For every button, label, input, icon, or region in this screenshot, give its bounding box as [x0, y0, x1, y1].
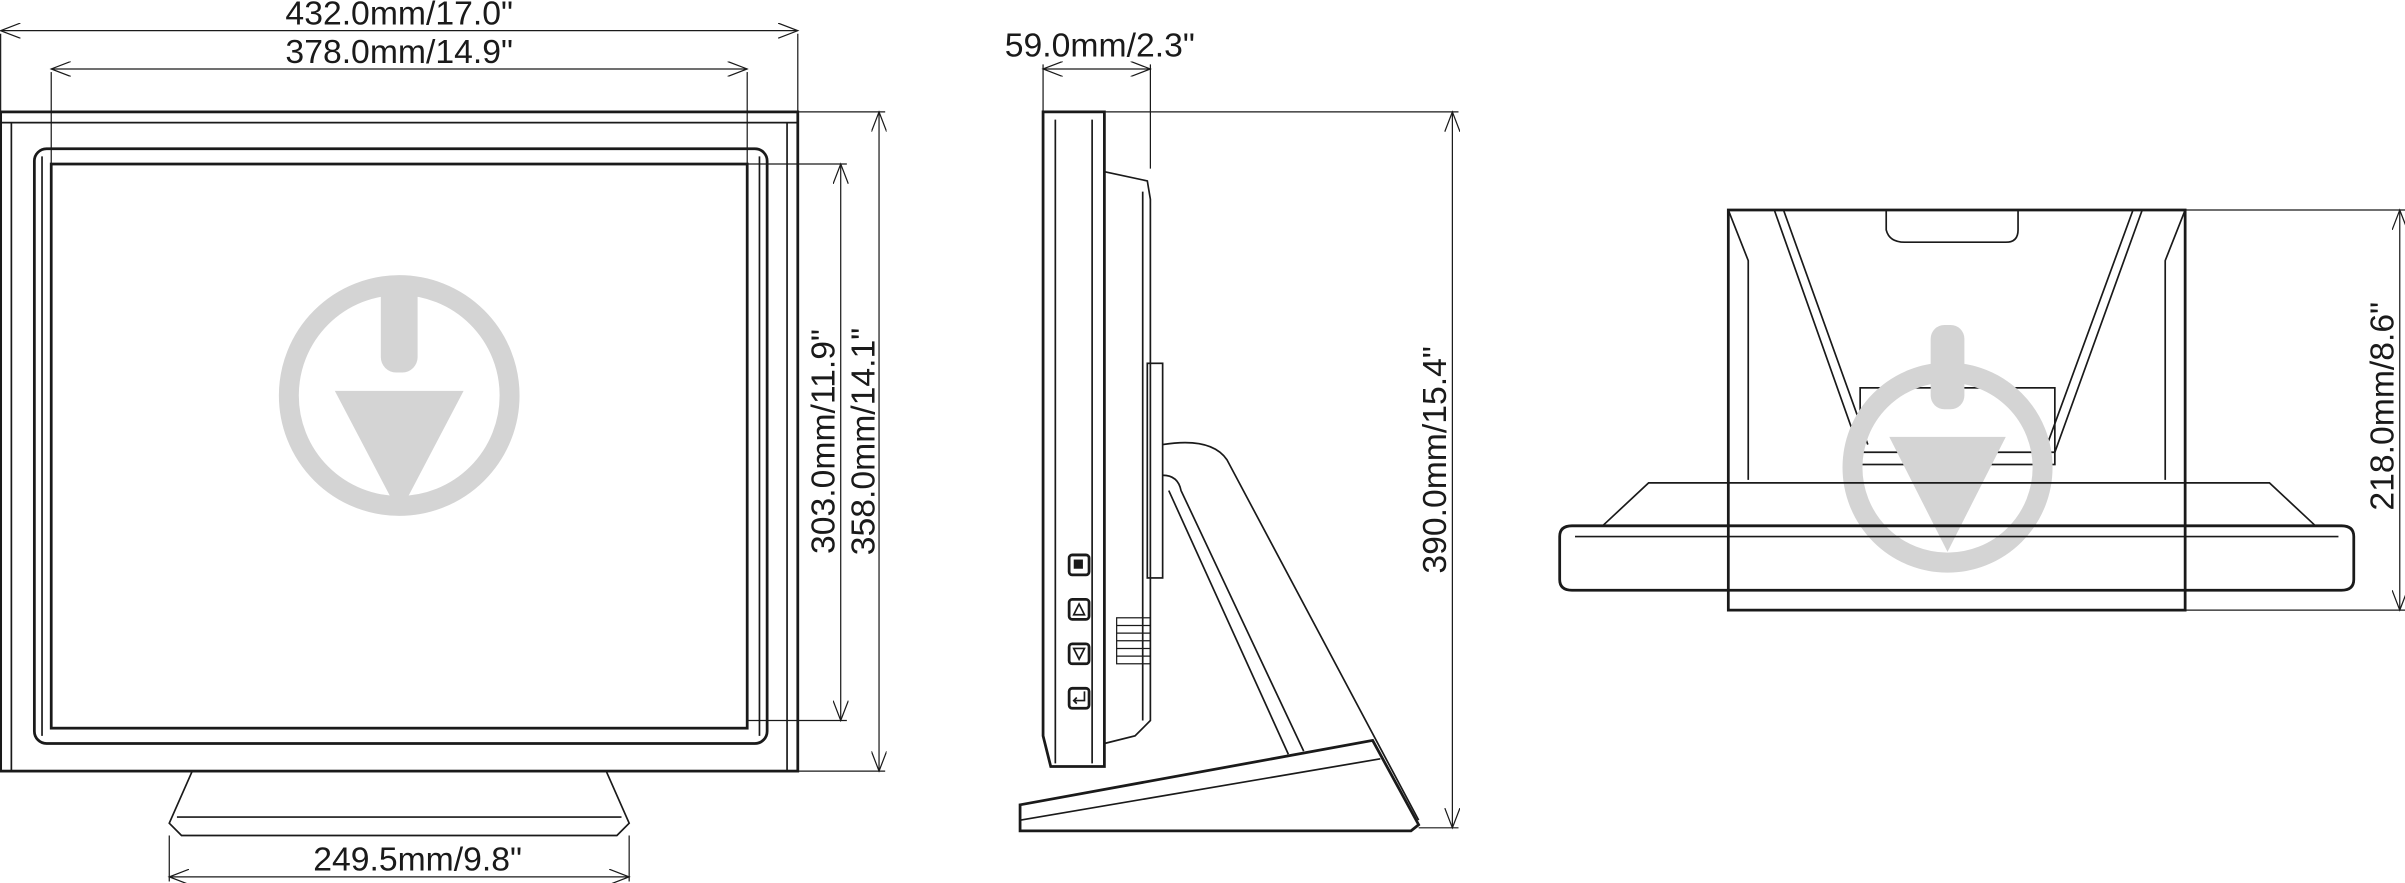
- screen-width-label: 378.0mm/14.9": [285, 33, 513, 71]
- monitor-side-body: [1041, 110, 1106, 768]
- base-depth-label: 218.0mm/8.6": [2364, 302, 2402, 511]
- handle-cutout: [1885, 210, 2019, 244]
- total-height-label: 390.0mm/15.4": [1416, 346, 1454, 574]
- stand-back: [1726, 208, 2187, 612]
- menu-button[interactable]: [1067, 553, 1091, 577]
- monitor-frame: [0, 110, 800, 773]
- watermark-icon: [278, 275, 520, 516]
- down-button[interactable]: [1067, 642, 1091, 666]
- bezel: [32, 147, 769, 745]
- top-view: 218.0mm/8.6": [1558, 208, 2405, 612]
- front-view: 432.0mm/17.0" 378.0mm/14.9" 249.5mm/9.8"…: [0, 0, 886, 881]
- enter-icon: [1072, 691, 1086, 705]
- screen-height-label: 303.0mm/11.9": [805, 329, 843, 554]
- stand-arm: [1162, 441, 1420, 821]
- stand-base: [168, 770, 631, 837]
- vent-grille: [1116, 617, 1151, 665]
- side-view: 59.0mm/2.3" 390.0mm/15.4": [1005, 27, 1459, 833]
- stand-base-side: [1018, 738, 1421, 833]
- watermark-icon: [1842, 324, 2053, 573]
- side-buttons: [1067, 553, 1091, 710]
- down-triangle-icon: [1072, 647, 1086, 662]
- menu-icon: [1073, 559, 1083, 569]
- overall-height-label: 358.0mm/14.1": [844, 328, 882, 556]
- up-triangle-icon: [1072, 602, 1086, 616]
- up-button[interactable]: [1067, 598, 1091, 621]
- depth-label: 59.0mm/2.3": [1005, 27, 1195, 65]
- enter-button[interactable]: [1067, 686, 1091, 710]
- overall-width-label: 432.0mm/17.0": [285, 0, 513, 33]
- monitor-top: [1558, 524, 2356, 592]
- screen: [49, 162, 749, 730]
- stand-width-label: 249.5mm/9.8": [313, 841, 522, 879]
